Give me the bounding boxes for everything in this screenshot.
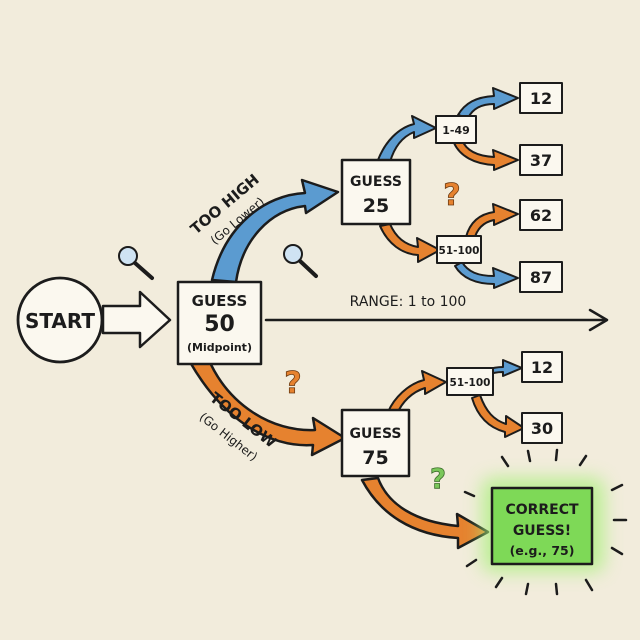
guess-25-number: 25 <box>363 195 389 217</box>
arrow-1-49-to-12 <box>457 87 519 119</box>
arrow-51-100-to-87 <box>454 261 519 289</box>
too-low-arrow <box>188 356 347 457</box>
correct-sparkles <box>463 448 628 596</box>
arrow-75-to-correct <box>360 476 490 550</box>
range-label: RANGE: 1 to 100 <box>350 294 467 310</box>
outcome-62: 62 <box>530 206 552 225</box>
arrow-lower-to-30 <box>471 394 525 438</box>
correct-line2: GUESS! <box>513 523 571 539</box>
correct-guess-box <box>490 486 594 566</box>
outcome-12-lower: 12 <box>531 358 553 377</box>
outcome-box-12-upper <box>519 82 563 114</box>
outcome-box-30 <box>521 412 563 444</box>
arrow-25-to-51-100 <box>379 223 441 263</box>
range-box-1-49-label: 1-49 <box>442 124 470 137</box>
start-label: START <box>25 309 95 333</box>
magnifier-icon <box>118 246 154 280</box>
outcome-box-37 <box>519 144 563 176</box>
guess-75-line1: GUESS <box>350 426 402 442</box>
arrow-1-49-to-37 <box>453 139 519 171</box>
guess-50-line1: GUESS <box>192 292 248 310</box>
guess-50-box <box>176 280 263 366</box>
range-box-51-100-upper-label: 51-100 <box>439 245 480 257</box>
magnifier-icon <box>283 244 318 278</box>
guess-75-number: 75 <box>362 447 388 469</box>
too-high-arrow <box>210 178 340 284</box>
correct-line3: (e.g., 75) <box>510 543 575 558</box>
arrow-75-to-51-100 <box>387 370 447 415</box>
guess-25-line1: GUESS <box>350 174 402 190</box>
guess-25-box <box>340 158 412 226</box>
guess-75-box <box>340 408 411 478</box>
question-mark-icon: ? <box>430 462 446 495</box>
arrow-25-to-1-49 <box>377 115 437 163</box>
outcome-12-upper: 12 <box>530 89 552 108</box>
correct-line1: CORRECT <box>505 502 579 518</box>
question-mark-icon: ? <box>443 178 460 213</box>
guess-50-note: (Midpoint) <box>187 341 252 354</box>
outcome-37: 37 <box>530 151 552 170</box>
guess-50-number: 50 <box>204 312 235 337</box>
range-box-1-49 <box>435 115 477 144</box>
outcome-87: 87 <box>530 268 552 287</box>
range-arrowhead <box>588 308 609 332</box>
outcome-box-62 <box>519 199 563 231</box>
range-box-51-100-lower-label: 51-100 <box>450 377 491 389</box>
outcome-box-12-lower <box>521 351 563 383</box>
outcome-30: 30 <box>531 419 553 438</box>
start-arrow <box>101 290 172 349</box>
outcome-box-87 <box>519 261 563 293</box>
question-mark-icon: ? <box>284 366 301 401</box>
start-node <box>16 276 104 364</box>
range-box-51-100-lower <box>446 367 494 396</box>
arrow-51-100-to-62 <box>465 203 519 241</box>
range-box-51-100-upper <box>436 235 482 264</box>
